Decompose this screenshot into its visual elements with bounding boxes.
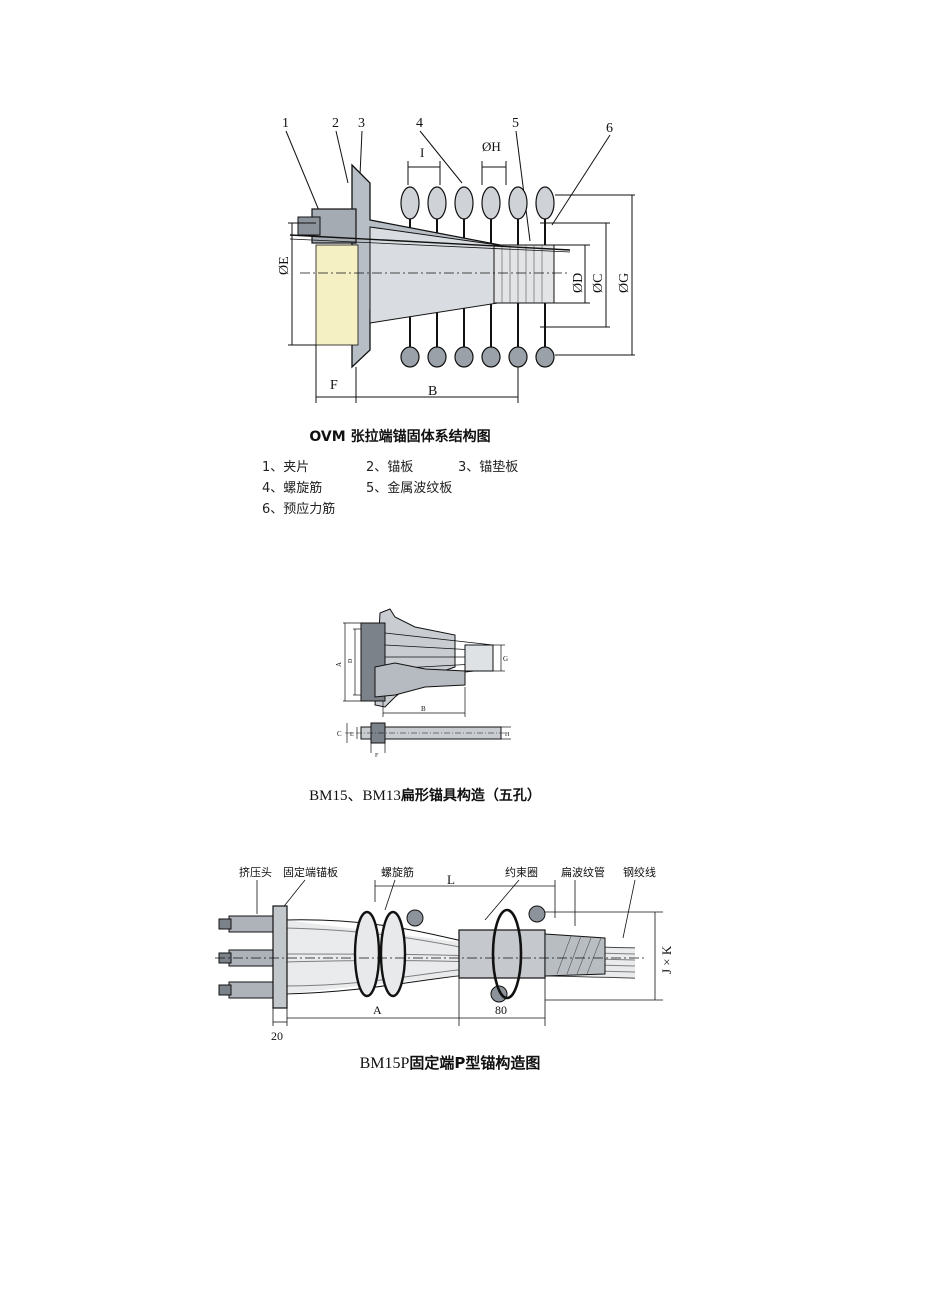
figure1-legend: 1、夹片 2、锚板 3、锚垫板 4、螺旋筋 5、金属波纹板 6、预应力筋	[262, 456, 582, 517]
label-strand: 钢绞线	[623, 865, 656, 879]
callout-1: 1	[282, 116, 289, 131]
legend-item-2: 2、锚板	[366, 460, 414, 475]
p-dim-bottom	[272, 978, 546, 1026]
duct-ribs	[501, 245, 543, 303]
callout-5: 5	[512, 116, 519, 131]
dim-H-label: ØH	[482, 139, 501, 154]
ovm-anchorage-diagram: 1 2 3 4 5 6 I ØH	[277, 116, 635, 403]
p-flat-duct	[544, 933, 606, 977]
label-extrusion-head: 挤压头	[239, 865, 272, 879]
corrugated-duct	[493, 244, 555, 304]
dim-lines-right	[540, 194, 635, 356]
callout-leaders	[285, 130, 611, 242]
label-spiral: 螺旋筋	[381, 865, 414, 879]
dim-D-label: ØD	[571, 273, 586, 293]
dim-I-label: I	[420, 145, 424, 160]
p-dim-20-label: 20	[271, 1029, 283, 1043]
p-anchor-labels: 挤压头 固定端锚板 螺旋筋 约束圈 扁波纹管 钢绞线	[239, 865, 656, 879]
dim-B-label: B	[428, 384, 437, 399]
flat-duct	[464, 644, 494, 672]
label-ring: 约束圈	[505, 866, 538, 879]
p-spiral-ends	[406, 905, 546, 1003]
dim-lines-top	[407, 161, 507, 185]
p-duct-hatch	[556, 935, 602, 975]
p-dim-80-label: 80	[495, 1003, 507, 1017]
callout-6: 6	[606, 121, 613, 136]
figure2-caption: BM15、BM13扁形锚具构造（五孔）	[280, 784, 570, 805]
p-fixed-plate	[272, 905, 288, 1009]
dim-E-label: ØE	[277, 256, 292, 275]
flat-dim-F: F	[375, 753, 379, 759]
tendon-line	[289, 234, 571, 251]
p-dim-JK	[545, 911, 663, 1001]
spiral-coil-bottom	[400, 346, 555, 368]
legend-item-4: 4、螺旋筋	[262, 481, 323, 496]
callout-3: 3	[358, 116, 365, 131]
side-dim-lines	[346, 723, 511, 753]
p-restraint-ring	[458, 929, 546, 979]
p-dim-JK-label: J × K	[659, 945, 674, 974]
concrete-block	[315, 244, 359, 346]
p-spiral-coils	[353, 910, 407, 998]
label-fixed-plate: 固定端锚板	[283, 865, 338, 879]
flat-dim-lines	[343, 622, 505, 717]
legend-item-1: 1、夹片	[262, 460, 310, 475]
flat-dim-A: A	[335, 662, 343, 667]
flat-dim-E: E	[350, 732, 354, 738]
label-flat-duct: 扁波纹管	[561, 865, 605, 879]
dim-line-left	[288, 222, 316, 346]
flat-dim-G: G	[503, 655, 508, 663]
bm-flat-anchor-diagram: A D B G C E F H	[335, 608, 511, 759]
p-ring-coil	[491, 908, 523, 1000]
legend-item-5: 5、金属波纹板	[366, 481, 453, 496]
spiral-coil-top	[400, 186, 555, 220]
figure1-caption: OVM 张拉端锚固体系结构图	[309, 429, 491, 445]
callout-4: 4	[416, 116, 423, 131]
flat-dim-B: B	[421, 705, 426, 713]
bm15p-anchor-diagram: 挤压头 固定端锚板 螺旋筋 约束圈 扁波纹管 钢绞线 L	[215, 865, 674, 1043]
p-dim-A-label: A	[373, 1003, 382, 1017]
figure3-caption-prefix: BM15P	[359, 1055, 410, 1072]
dim-F-label: F	[330, 378, 338, 393]
dim-G-label: ØG	[617, 273, 632, 293]
flat-dim-C: C	[337, 730, 342, 738]
figure2-caption-rest: 扁形锚具构造（五孔）	[400, 788, 541, 804]
p-dim-L	[374, 880, 556, 918]
legend-item-6: 6、预应力筋	[262, 502, 336, 517]
legend-item-3: 3、锚垫板	[458, 460, 519, 475]
flat-trumpet	[374, 662, 466, 698]
p-dim-L-label: L	[447, 872, 455, 887]
callout-2: 2	[332, 116, 339, 131]
dim-C-label: ØC	[591, 274, 606, 293]
p-extrusion-heads	[228, 915, 276, 999]
wedge	[297, 216, 321, 236]
flat-dim-H: H	[505, 732, 510, 738]
figure2-caption-prefix: BM15、BM13	[309, 788, 401, 804]
figure3-caption: BM15P固定端P型锚构造图	[300, 1052, 600, 1073]
dim-lines-bottom	[315, 345, 519, 403]
p-anchor-leaders	[256, 879, 636, 939]
flat-dim-D: D	[348, 658, 354, 663]
figure3-caption-rest: 固定端P型锚构造图	[409, 1054, 541, 1072]
